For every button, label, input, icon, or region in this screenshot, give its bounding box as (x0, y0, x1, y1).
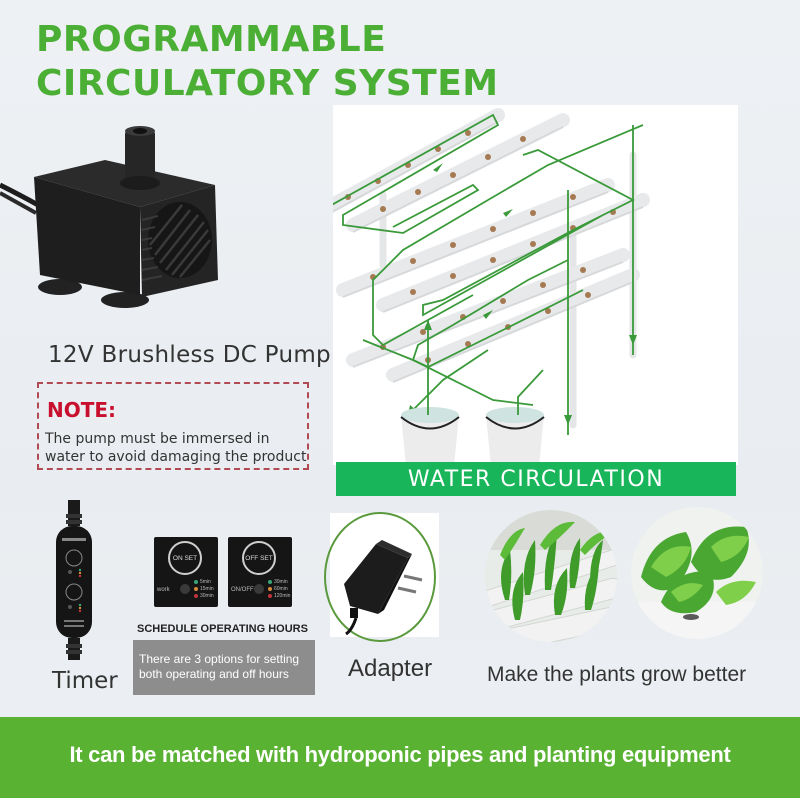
water-circulation-label: WATER CIRCULATION (407, 466, 665, 492)
option-label: 30min (274, 578, 288, 585)
option-label: 60min (274, 585, 288, 592)
led-green-icon (194, 579, 198, 584)
schedule-description-box: There are 3 options for setting both ope… (133, 640, 315, 695)
option-label: 120min (274, 592, 291, 599)
footer-text: It can be matched with hydroponic pipes … (69, 741, 731, 767)
off-set-button: OFF SET (242, 541, 276, 575)
adapter-caption: Adapter (348, 655, 433, 682)
work-label: work (157, 587, 170, 593)
title-line-2: CIRCULATORY SYSTEM (36, 63, 499, 104)
hydroponic-rack-diagram (316, 105, 738, 477)
on-options-list: 5min 15min 30min (194, 578, 214, 599)
off-set-panel: OFF SET ON/OFF 30min 60min 120min (228, 537, 292, 607)
on-set-panel: ON SET work 5min 15min 30min (154, 537, 218, 607)
indicator-button (180, 584, 190, 594)
option-row: 30min (268, 578, 290, 585)
title-line-1: PROGRAMMABLE (36, 19, 387, 60)
note-text: The pump must be immersed in water to av… (45, 431, 307, 465)
page-title: PROGRAMMABLE CIRCULATORY SYSTEM (36, 18, 499, 106)
option-label: 5min (200, 578, 211, 585)
led-green-icon (268, 579, 272, 584)
led-orange-icon (268, 586, 272, 591)
option-row: 30min (194, 592, 214, 599)
footer-banner: It can be matched with hydroponic pipes … (0, 717, 800, 798)
option-label: 15min (200, 585, 214, 592)
option-row: 15min (194, 585, 214, 592)
on-set-button: ON SET (168, 541, 202, 575)
water-circulation-banner: WATER CIRCULATION (336, 462, 736, 496)
led-orange-icon (194, 586, 198, 591)
led-red-icon (268, 593, 272, 598)
indicator-button (254, 584, 264, 594)
option-label: 30min (200, 592, 214, 599)
option-row: 120min (268, 592, 290, 599)
off-options-list: 30min 60min 120min (268, 578, 290, 599)
seedlings-in-pipes-photo (485, 510, 617, 642)
on-off-label: ON/OFF (231, 587, 254, 593)
led-red-icon (194, 593, 198, 598)
note-title: NOTE: (47, 398, 117, 422)
water-pump-icon (0, 115, 240, 310)
lettuce-in-pipes-photo (631, 507, 763, 639)
schedule-title: SCHEDULE OPERATING HOURS (137, 623, 308, 635)
option-row: 5min (194, 578, 214, 585)
option-row: 60min (268, 585, 290, 592)
pump-caption: 12V Brushless DC Pump (48, 342, 331, 368)
timer-controller-icon (44, 500, 104, 660)
plants-caption: Make the plants grow better (487, 663, 747, 686)
power-adapter-icon (324, 512, 436, 642)
timer-caption: Timer (52, 668, 118, 694)
schedule-description: There are 3 options for setting both ope… (139, 652, 300, 681)
note-box: NOTE: The pump must be immersed in water… (37, 382, 309, 470)
